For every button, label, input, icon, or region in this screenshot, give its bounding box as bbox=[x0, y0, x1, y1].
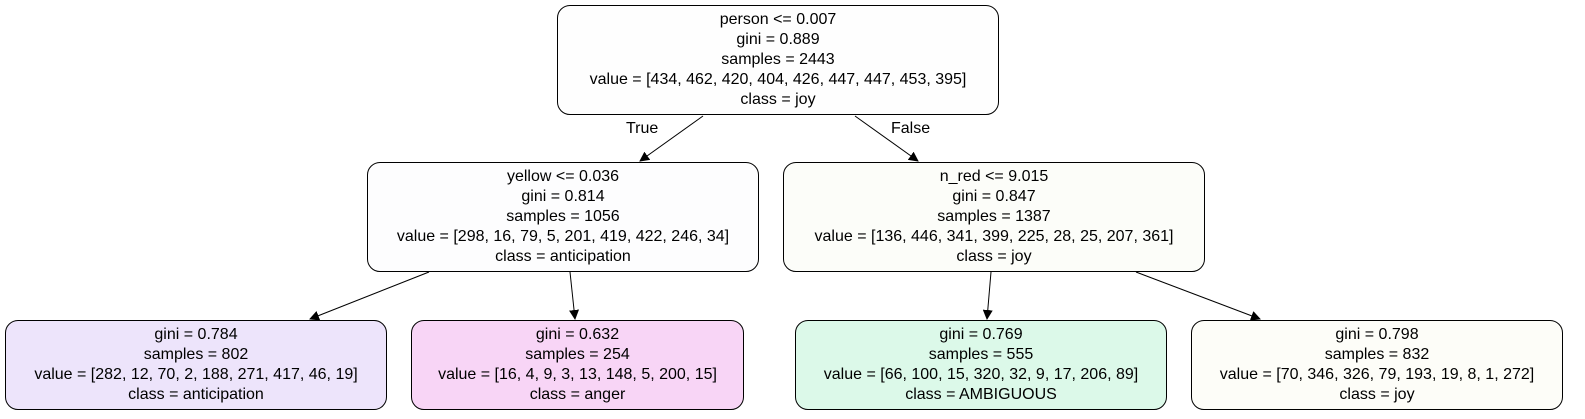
node-value: value = [434, 462, 420, 404, 426, 447, 4… bbox=[589, 71, 967, 88]
true-edge-label: True bbox=[626, 120, 659, 137]
node-gini: gini = 0.847 bbox=[952, 188, 1036, 205]
node-class: class = joy bbox=[1339, 386, 1415, 403]
node-split-condition: n_red <= 9.015 bbox=[939, 168, 1049, 185]
node-class: class = anticipation bbox=[128, 386, 264, 403]
node-samples: samples = 1056 bbox=[506, 208, 620, 225]
node-samples: samples = 802 bbox=[143, 346, 249, 363]
node-value: value = [282, 12, 70, 2, 188, 271, 417, … bbox=[34, 366, 358, 383]
node-samples: samples = 555 bbox=[928, 346, 1034, 363]
node-value: value = [66, 100, 15, 320, 32, 9, 17, 20… bbox=[823, 366, 1139, 383]
node-samples: samples = 832 bbox=[1324, 346, 1430, 363]
tree-node-left: yellow <= 0.036 gini = 0.814 samples = 1… bbox=[367, 162, 759, 272]
tree-leaf-left-left: gini = 0.784 samples = 802 value = [282,… bbox=[5, 320, 387, 410]
node-split-condition: yellow <= 0.036 bbox=[506, 168, 620, 185]
edge-right-to-right-right bbox=[1135, 271, 1261, 321]
node-split-condition: person <= 0.007 bbox=[719, 11, 837, 28]
false-edge-label: False bbox=[891, 120, 931, 137]
node-class: class = AMBIGUOUS bbox=[905, 386, 1057, 403]
node-class: class = anticipation bbox=[495, 248, 631, 265]
edge-left-to-left-right bbox=[569, 271, 580, 320]
node-value: value = [298, 16, 79, 5, 201, 419, 422, … bbox=[396, 228, 730, 245]
node-gini: gini = 0.784 bbox=[154, 326, 238, 343]
node-value: value = [16, 4, 9, 3, 13, 148, 5, 200, 1… bbox=[438, 366, 717, 383]
node-gini: gini = 0.798 bbox=[1335, 326, 1419, 343]
edge-right-to-right-left bbox=[982, 271, 993, 320]
edge-root-to-right bbox=[854, 115, 919, 162]
edge-left-to-left-left bbox=[309, 271, 430, 321]
node-samples: samples = 254 bbox=[525, 346, 630, 363]
node-samples: samples = 1387 bbox=[937, 208, 1051, 225]
node-gini: gini = 0.632 bbox=[535, 326, 620, 343]
node-gini: gini = 0.814 bbox=[521, 188, 605, 205]
node-value: value = [136, 446, 341, 399, 225, 28, 25… bbox=[814, 228, 1174, 245]
tree-leaf-left-right: gini = 0.632 samples = 254 value = [16, … bbox=[411, 320, 744, 410]
node-gini: gini = 0.889 bbox=[736, 31, 820, 48]
node-class: class = anger bbox=[529, 386, 626, 403]
tree-leaf-right-left: gini = 0.769 samples = 555 value = [66, … bbox=[795, 320, 1167, 410]
tree-node-root: person <= 0.007 gini = 0.889 samples = 2… bbox=[557, 5, 999, 115]
node-class: class = joy bbox=[956, 248, 1032, 265]
node-samples: samples = 2443 bbox=[721, 51, 835, 68]
tree-node-right: n_red <= 9.015 gini = 0.847 samples = 13… bbox=[783, 162, 1205, 272]
tree-leaf-right-right: gini = 0.798 samples = 832 value = [70, … bbox=[1191, 320, 1563, 410]
edge-root-to-left bbox=[639, 115, 704, 162]
node-class: class = joy bbox=[740, 91, 816, 108]
node-value: value = [70, 346, 326, 79, 193, 19, 8, 1… bbox=[1219, 366, 1535, 383]
node-gini: gini = 0.769 bbox=[939, 326, 1023, 343]
